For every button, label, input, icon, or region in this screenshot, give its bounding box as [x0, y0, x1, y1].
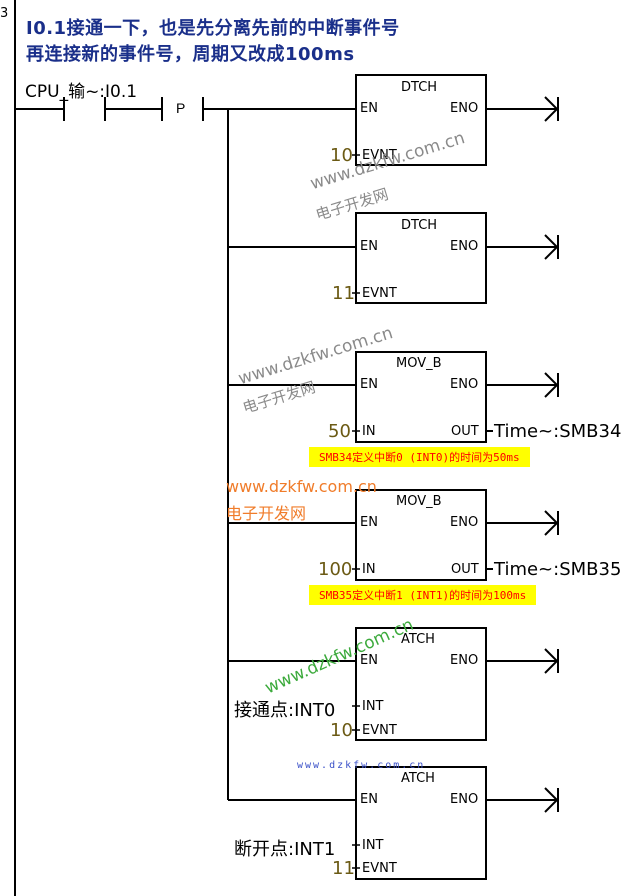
pin-eno: ENO [450, 515, 479, 530]
pin-en: EN [360, 515, 378, 530]
watermark-url: www.dzkfw.com.cn [226, 477, 377, 496]
pin-eno: ENO [450, 653, 479, 668]
out-value: Time~:SMB35 [494, 559, 622, 580]
block-title: DTCH [401, 80, 438, 95]
eno-arrow-icons [544, 96, 559, 813]
pin-int: INT [362, 699, 384, 714]
evnt-value: 11 [332, 283, 355, 304]
pin-en: EN [360, 653, 378, 668]
pin-out: OUT [451, 562, 479, 577]
rung-comment-line1: I0.1接通一下，也是先分离先前的中断事件号 [26, 18, 400, 39]
comment-note: SMB35定义中断1 (INT1)的时间为100ms [309, 585, 537, 605]
in-value: 50 [328, 421, 351, 442]
block-title: ATCH [401, 771, 435, 786]
pin-en: EN [360, 792, 378, 807]
evnt-value: 10 [330, 720, 353, 741]
pin-en: EN [360, 101, 378, 116]
contact-label: CPU_输~:I0.1 [25, 82, 138, 102]
mov-b-block-1 [355, 351, 487, 443]
dtch-block-1 [355, 74, 487, 166]
in-value: 100 [318, 559, 353, 580]
pin-in: IN [362, 562, 376, 577]
comment-note: SMB34定义中断0 (INT0)的时间为50ms [309, 447, 530, 467]
out-value: Time~:SMB34 [494, 421, 622, 442]
int-value: 断开点:INT1 [234, 839, 336, 860]
pin-evnt: EVNT [362, 723, 397, 738]
pin-eno: ENO [450, 101, 479, 116]
pin-en: EN [360, 377, 378, 392]
block-title: MOV_B [396, 356, 442, 371]
mov-b-block-2 [355, 489, 487, 581]
pin-int: INT [362, 838, 384, 853]
atch-block-1 [355, 627, 487, 741]
evnt-value: 10 [330, 145, 353, 166]
pin-evnt: EVNT [362, 286, 397, 301]
pin-eno: ENO [450, 792, 479, 807]
watermark-name: 电子开发网 [226, 504, 307, 523]
pin-en: EN [360, 239, 378, 254]
pin-eno: ENO [450, 239, 479, 254]
block-title: ATCH [401, 632, 435, 647]
atch-block-2 [355, 766, 487, 880]
watermark-url-small: www.dzkfw.com.cn [297, 760, 426, 771]
block-title: MOV_B [396, 494, 442, 509]
evnt-value: 11 [332, 858, 355, 879]
pin-eno: ENO [450, 377, 479, 392]
p-contact-label: P [176, 100, 186, 116]
int-value: 接通点:INT0 [234, 700, 336, 721]
pin-evnt: EVNT [362, 148, 397, 163]
pin-in: IN [362, 424, 376, 439]
rung-number: 3 [0, 6, 9, 21]
rung-comment-line2: 再连接新的事件号，周期又改成100ms [26, 44, 355, 65]
block-title: DTCH [401, 218, 438, 233]
dtch-block-2 [355, 212, 487, 304]
pin-out: OUT [451, 424, 479, 439]
pin-evnt: EVNT [362, 861, 397, 876]
